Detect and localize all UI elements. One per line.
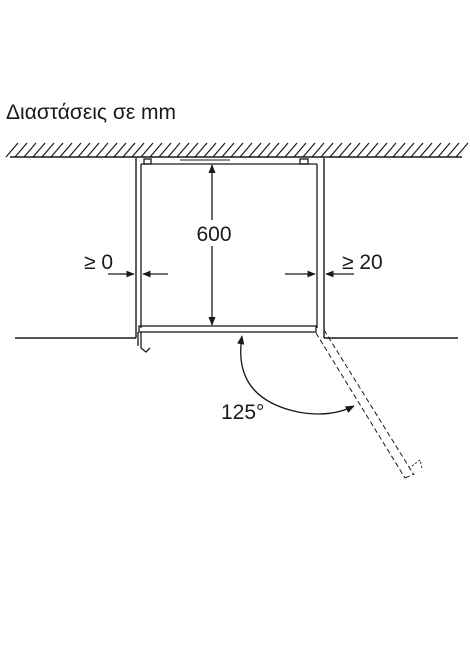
door-angle-arc [237,335,355,415]
hatch-line [41,142,55,158]
hatch-line [266,142,280,158]
wall-hatching [5,142,469,158]
hatch-line [185,142,199,158]
hatch-line [428,142,442,158]
hatch-line [158,142,172,158]
hatch-line [86,142,100,158]
hatch-line [320,142,334,158]
right-cabinet [323,158,458,339]
hatch-line [149,142,163,158]
hatch-line [347,142,361,158]
hatch-line [5,142,19,158]
left-clearance-label: ≥ 0 [84,251,113,274]
hatch-line [50,142,64,158]
appliance-body [140,158,318,328]
hatch-line [248,142,262,158]
hatch-line [257,142,271,158]
hatch-line [302,142,316,158]
depth-label: 600 [196,223,231,246]
hatch-line [437,142,451,158]
hatch-line [374,142,388,158]
hatch-line [338,142,352,158]
hatch-line [455,142,469,158]
hatch-line [329,142,343,158]
hatch-line [446,142,460,158]
hatch-line [131,142,145,158]
hatch-line [419,142,433,158]
hatch-line [14,142,28,158]
hatch-line [284,142,298,158]
hatch-line [95,142,109,158]
appliance-door [137,325,317,353]
hatch-line [203,142,217,158]
hatch-line [32,142,46,158]
hatch-line [194,142,208,158]
hatch-line [212,142,226,158]
hatch-line [113,142,127,158]
hatch-line [104,142,118,158]
hatch-line [275,142,289,158]
page-title: Διαστάσεις σε mm [6,101,177,124]
hatch-line [23,142,37,158]
hatch-line [401,142,415,158]
left-cabinet [15,158,137,339]
hatch-line [356,142,370,158]
door-angle-label: 125° [221,401,264,424]
hatch-line [140,142,154,158]
hatch-line [122,142,136,158]
hatch-line [365,142,379,158]
hatch-line [311,142,325,158]
hatch-line [392,142,406,158]
hatch-line [239,142,253,158]
hatch-line [59,142,73,158]
hatch-line [176,142,190,158]
hatch-line [221,142,235,158]
hatch-line [410,142,424,158]
hatch-line [293,142,307,158]
hatch-line [68,142,82,158]
hatch-line [77,142,91,158]
right-clearance-label: ≥ 20 [342,251,383,274]
hatch-line [167,142,181,158]
depth-dimension: 600 [193,164,237,326]
open-door-outline [315,329,423,479]
hatch-line [230,142,244,158]
hatch-line [383,142,397,158]
